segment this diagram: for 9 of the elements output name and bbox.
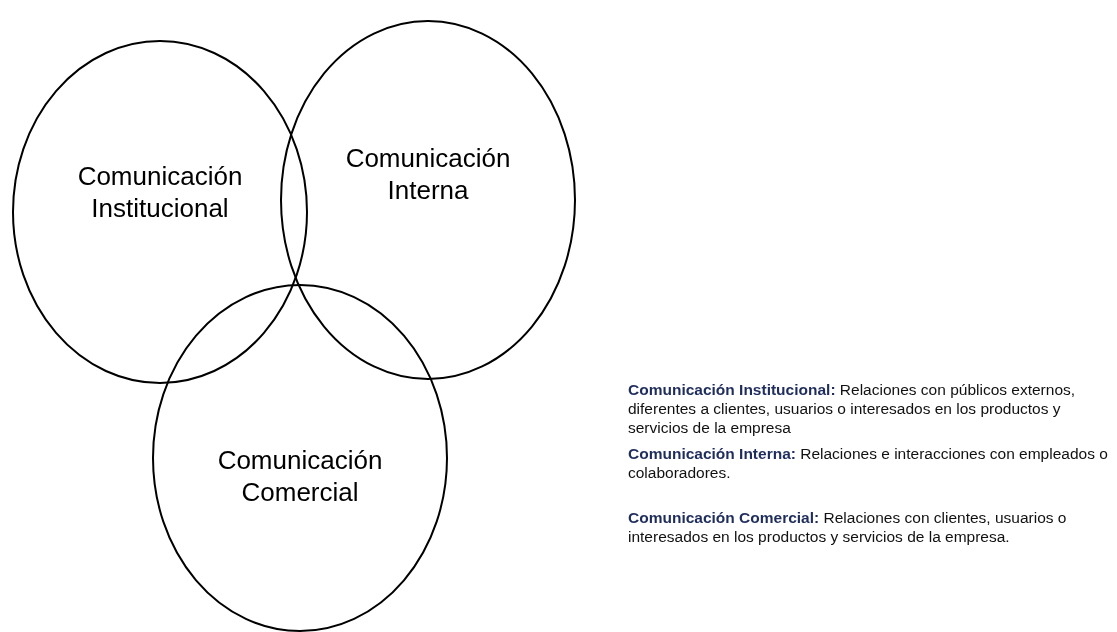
definition-text: Comunicación Institucional: Relaciones con públicos externos, diferentes a clientes, usuarios o interesados en los productos y servicios de la empresa xyxy=(628,380,1077,437)
definition-text: Comunicación Interna: Relaciones e interacciones con empleados o colaboradores. xyxy=(628,444,1108,482)
venn-circle xyxy=(280,20,576,380)
definition-text: Comunicación Comercial: Relaciones con clientes, usuarios o interesados en los productos y servicios de la empresa. xyxy=(628,508,1068,546)
circle-label: Comunicación Comercial xyxy=(216,444,384,508)
venn-circle xyxy=(12,40,308,384)
circle-label: Comunicación Institucional xyxy=(76,160,244,224)
venn-circle xyxy=(152,284,448,632)
circle-label: Comunicación Interna xyxy=(344,142,512,206)
